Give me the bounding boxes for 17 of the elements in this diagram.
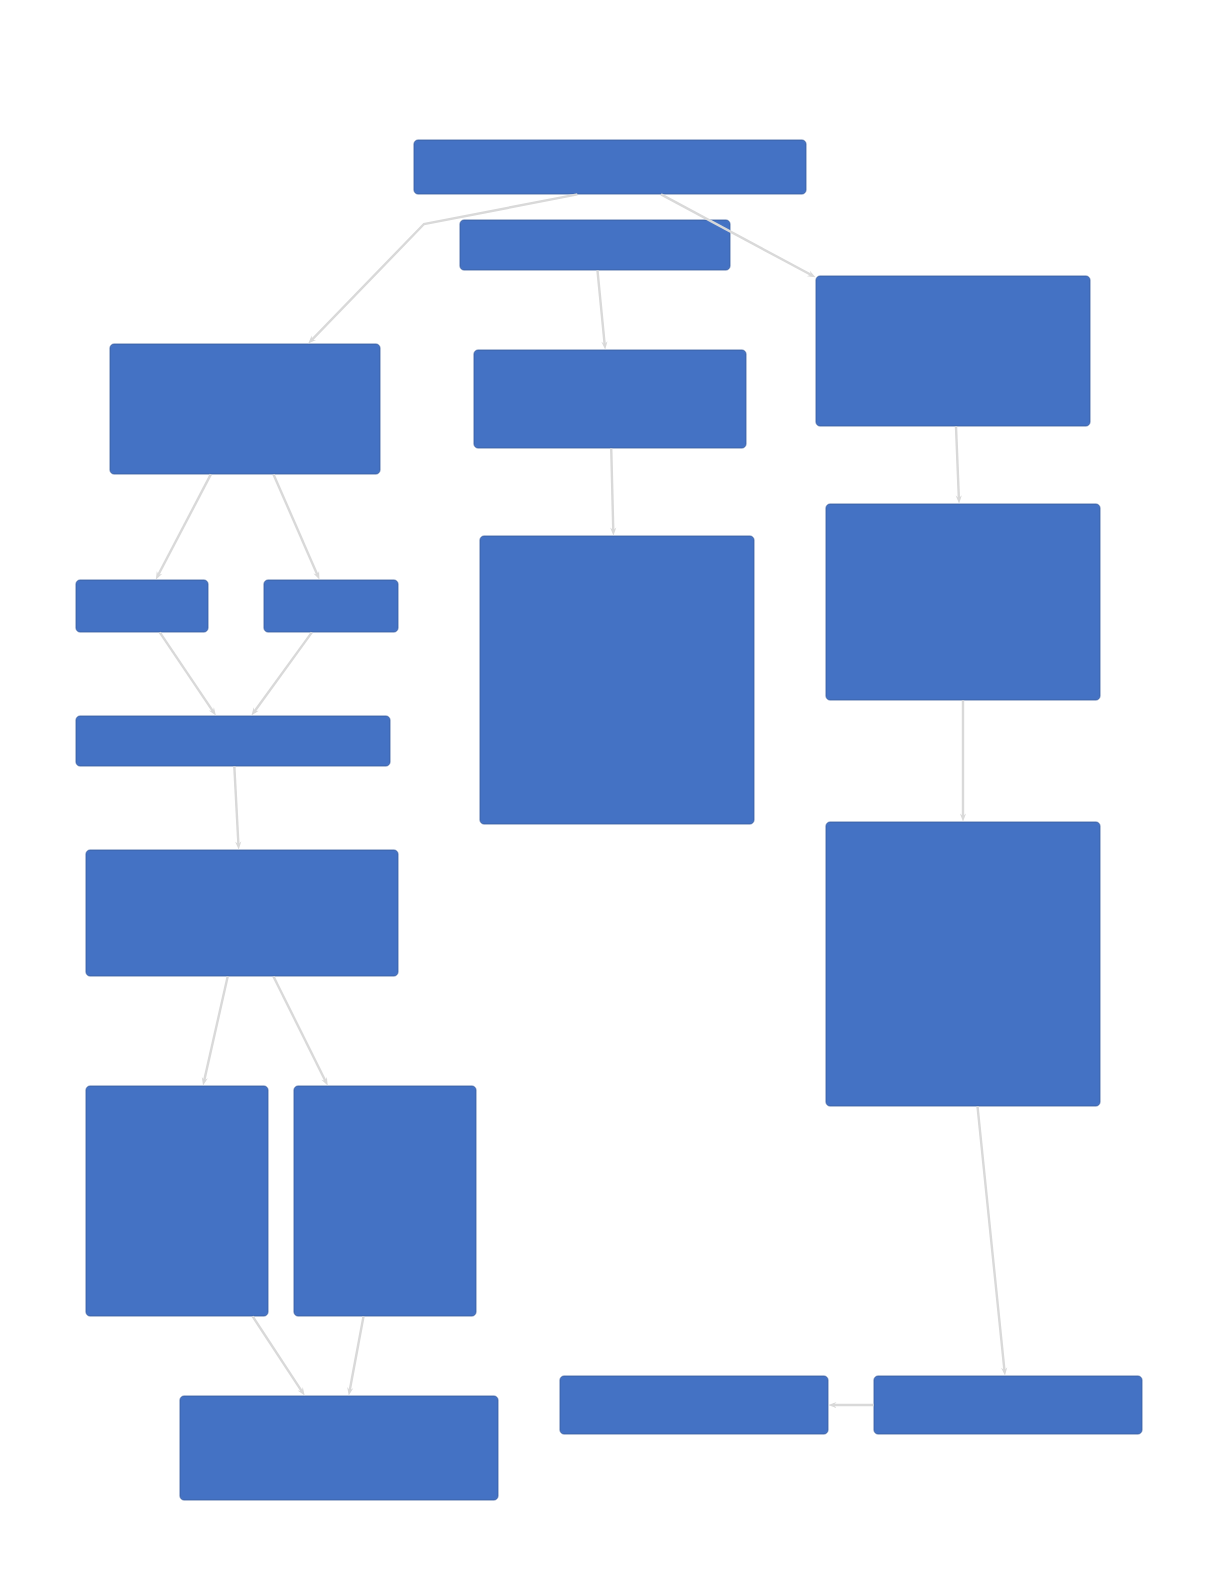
process-box bbox=[75, 579, 209, 633]
process-box bbox=[109, 343, 381, 475]
process-box bbox=[873, 1375, 1143, 1435]
process-box bbox=[413, 139, 807, 195]
process-box bbox=[75, 715, 391, 767]
process-box bbox=[293, 1085, 477, 1317]
process-box bbox=[473, 349, 747, 449]
process-box bbox=[825, 821, 1101, 1107]
process-box bbox=[479, 535, 755, 825]
process-box bbox=[179, 1395, 499, 1501]
process-box bbox=[459, 219, 731, 271]
process-box bbox=[815, 275, 1091, 427]
process-box bbox=[85, 1085, 269, 1317]
process-box bbox=[263, 579, 399, 633]
process-box bbox=[825, 503, 1101, 701]
process-box bbox=[559, 1375, 829, 1435]
process-box bbox=[85, 849, 399, 977]
